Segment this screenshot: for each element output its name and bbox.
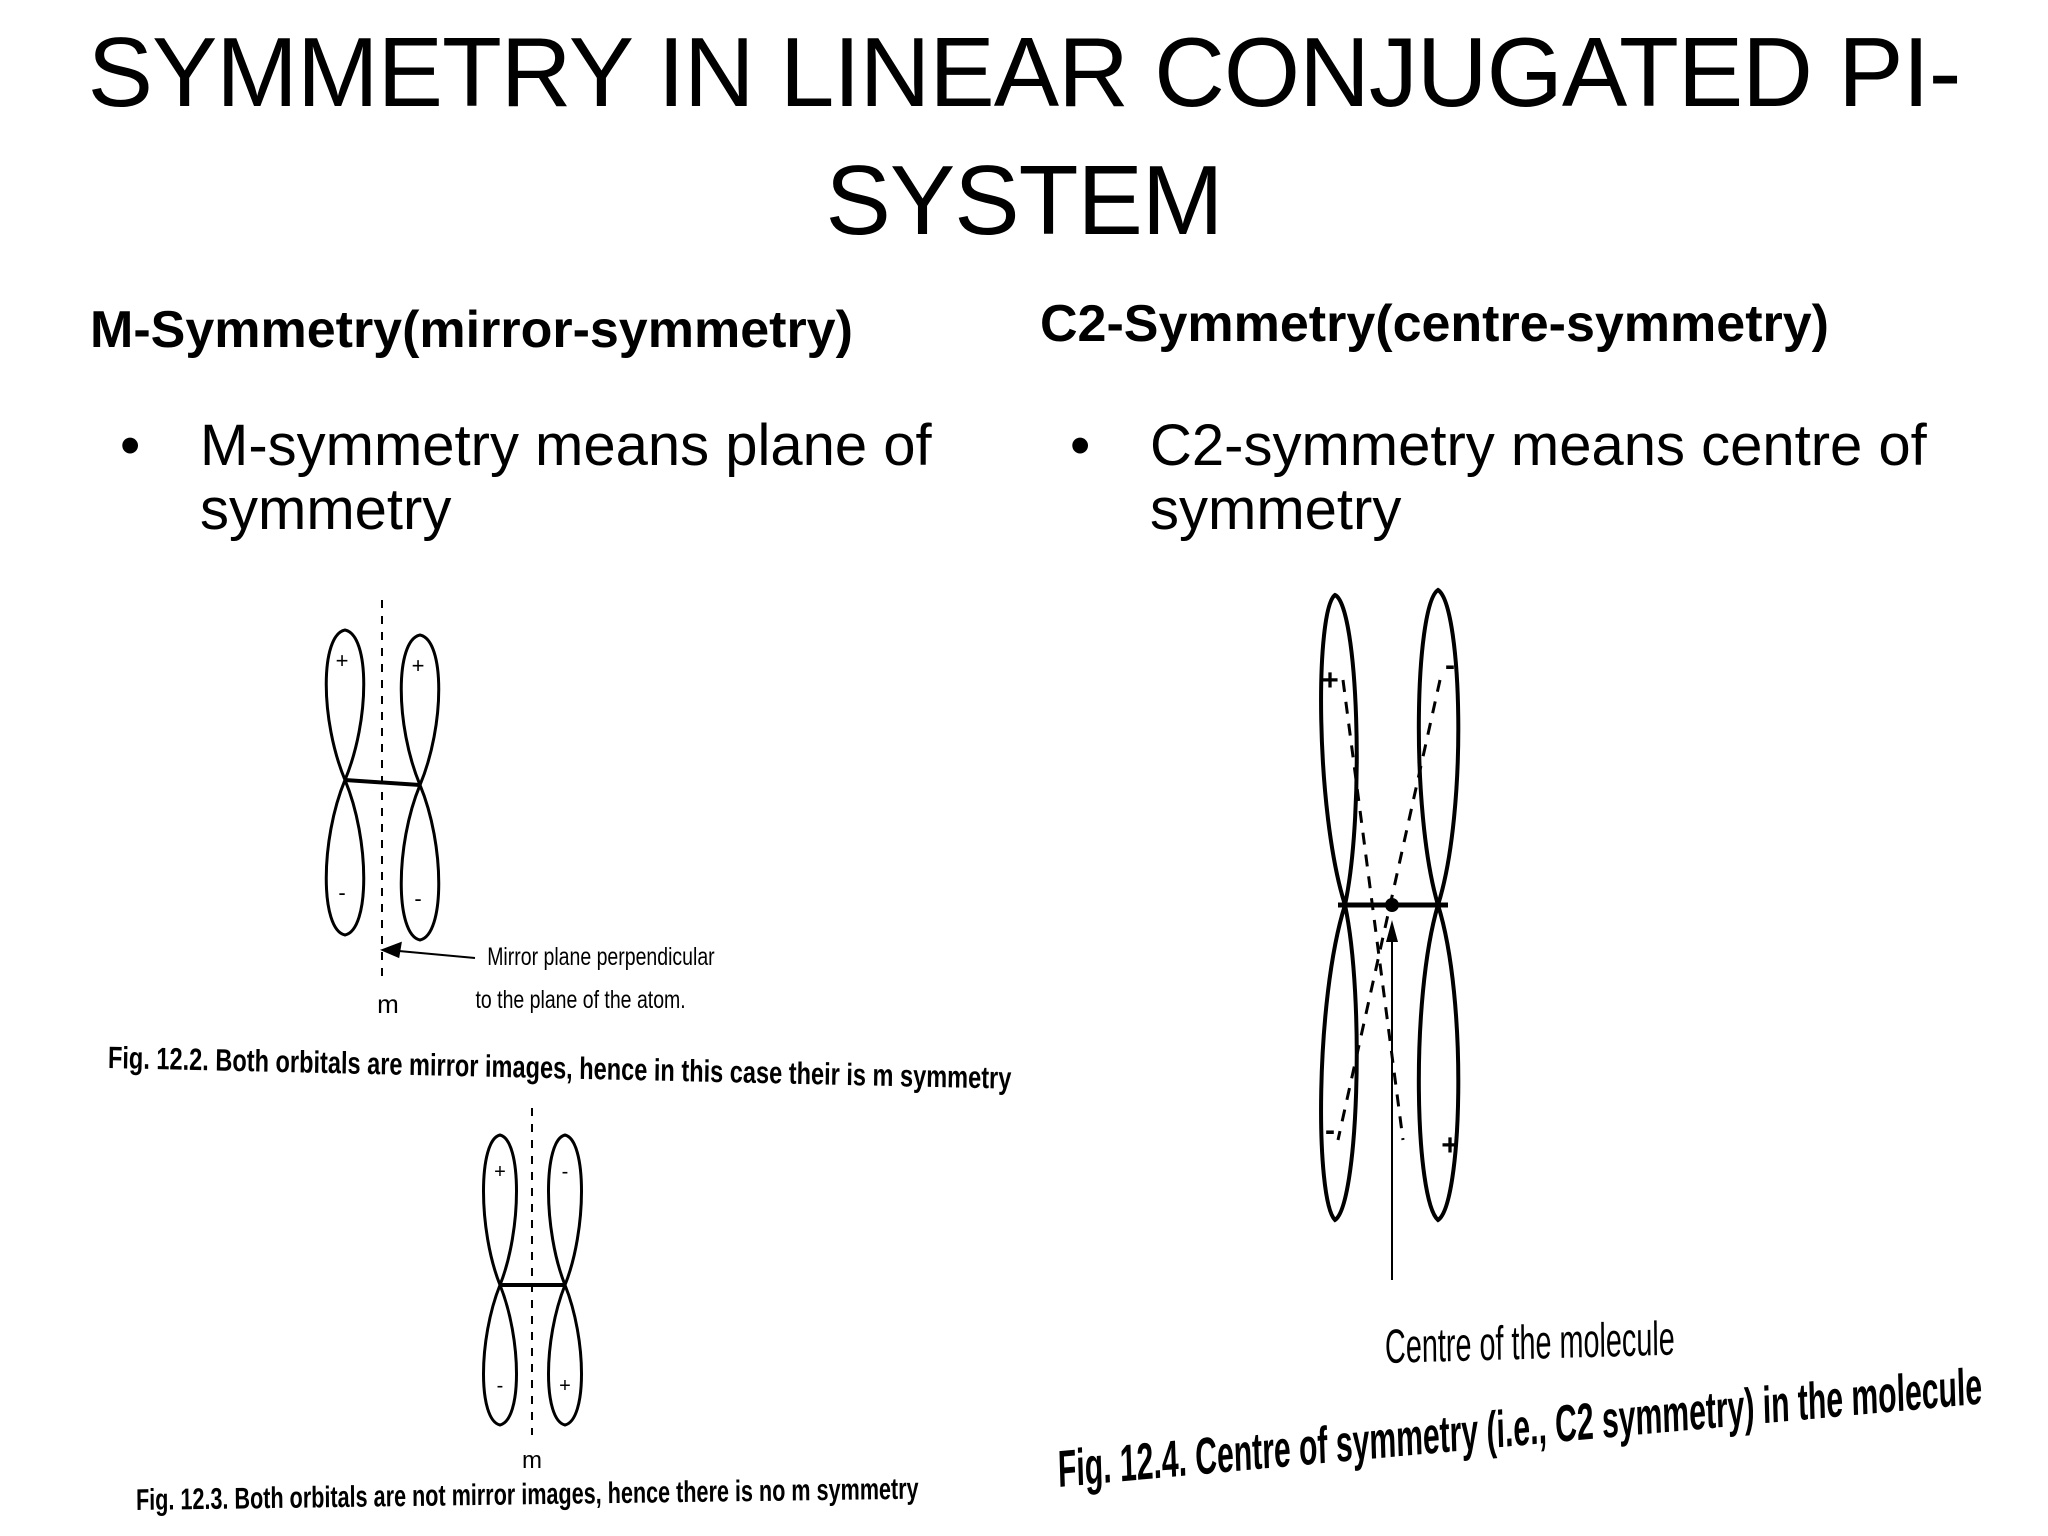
- fig-12-4-orbital-diagram: + - - +: [1319, 587, 1461, 1280]
- orbital-upper-lobe: [547, 1133, 583, 1290]
- annotation-line-1: Mirror plane perpendicular: [487, 943, 715, 971]
- arrow-head: [379, 941, 402, 959]
- orbital-lower-lobe: [399, 781, 441, 942]
- centre-of-molecule-label: Centre of the molecule: [1384, 1312, 1675, 1374]
- orbital-lower-lobe: [1416, 898, 1461, 1223]
- sign-label: +: [336, 648, 349, 673]
- sign-label: +: [412, 653, 425, 678]
- fig-12-2-orbital-diagram: + + - - m Mirror plane perpendicular to …: [324, 600, 715, 1019]
- m-symmetry-bullet: • M-symmetry means plane of symmetry: [120, 414, 980, 542]
- c2-symmetry-bullet: • C2-symmetry means centre of symmetry: [1070, 414, 1970, 542]
- orbital-upper-lobe: [1416, 587, 1461, 912]
- centre-of-symmetry-point: [1385, 898, 1399, 912]
- c2-symmetry-heading: C2-Symmetry(centre-symmetry): [1040, 295, 1829, 353]
- annotation-line-2: to the plane of the atom.: [476, 986, 686, 1014]
- orbital-lower-lobe: [324, 776, 366, 937]
- c2-symmetry-bullet-text: C2-symmetry means centre of symmetry: [1150, 413, 1927, 542]
- mirror-plane-label: m: [522, 1447, 542, 1474]
- slide-title: SYMMETRY IN LINEAR CONJUGATED PI-SYSTEM: [87, 17, 1962, 255]
- fig-12-2-caption: Fig. 12.2. Both orbitals are mirror imag…: [107, 1040, 1012, 1096]
- bullet-dot: •: [1070, 413, 1091, 478]
- fig-12-4-caption: Fig. 12.4. Centre of symmetry (i.e., C2 …: [1057, 1357, 1983, 1499]
- sign-label: +: [1441, 1129, 1459, 1162]
- m-symmetry-heading: M-Symmetry(mirror-symmetry): [90, 301, 853, 359]
- sign-label: +: [494, 1161, 506, 1183]
- orbital-lower-lobe: [547, 1280, 583, 1427]
- sign-label: -: [414, 886, 421, 911]
- orbital-upper-lobe: [324, 628, 366, 784]
- orbital-lower-lobe: [1319, 897, 1359, 1223]
- orbital-upper-lobe: [399, 633, 441, 789]
- bullet-dot: •: [120, 413, 141, 478]
- annotation-arrow: [387, 949, 476, 959]
- orbital-lower-lobe: [482, 1280, 518, 1427]
- sign-label: -: [1445, 649, 1455, 682]
- mirror-plane-label: m: [377, 989, 399, 1019]
- sign-label: -: [338, 880, 345, 905]
- fig-12-3-caption: Fig. 12.3. Both orbitals are not mirror …: [135, 1472, 919, 1517]
- sign-label: -: [562, 1161, 569, 1183]
- sign-label: +: [559, 1375, 571, 1397]
- inversion-line: [1341, 679, 1405, 1141]
- sign-label: -: [497, 1375, 504, 1397]
- m-symmetry-bullet-text: M-symmetry means plane of symmetry: [200, 413, 932, 542]
- fig-12-3-orbital-diagram: + - - + m: [482, 1108, 583, 1474]
- orbital-upper-lobe: [482, 1133, 518, 1290]
- arrow-head: [1386, 920, 1398, 942]
- sign-label: +: [1321, 664, 1339, 697]
- sign-label: -: [1325, 1114, 1335, 1147]
